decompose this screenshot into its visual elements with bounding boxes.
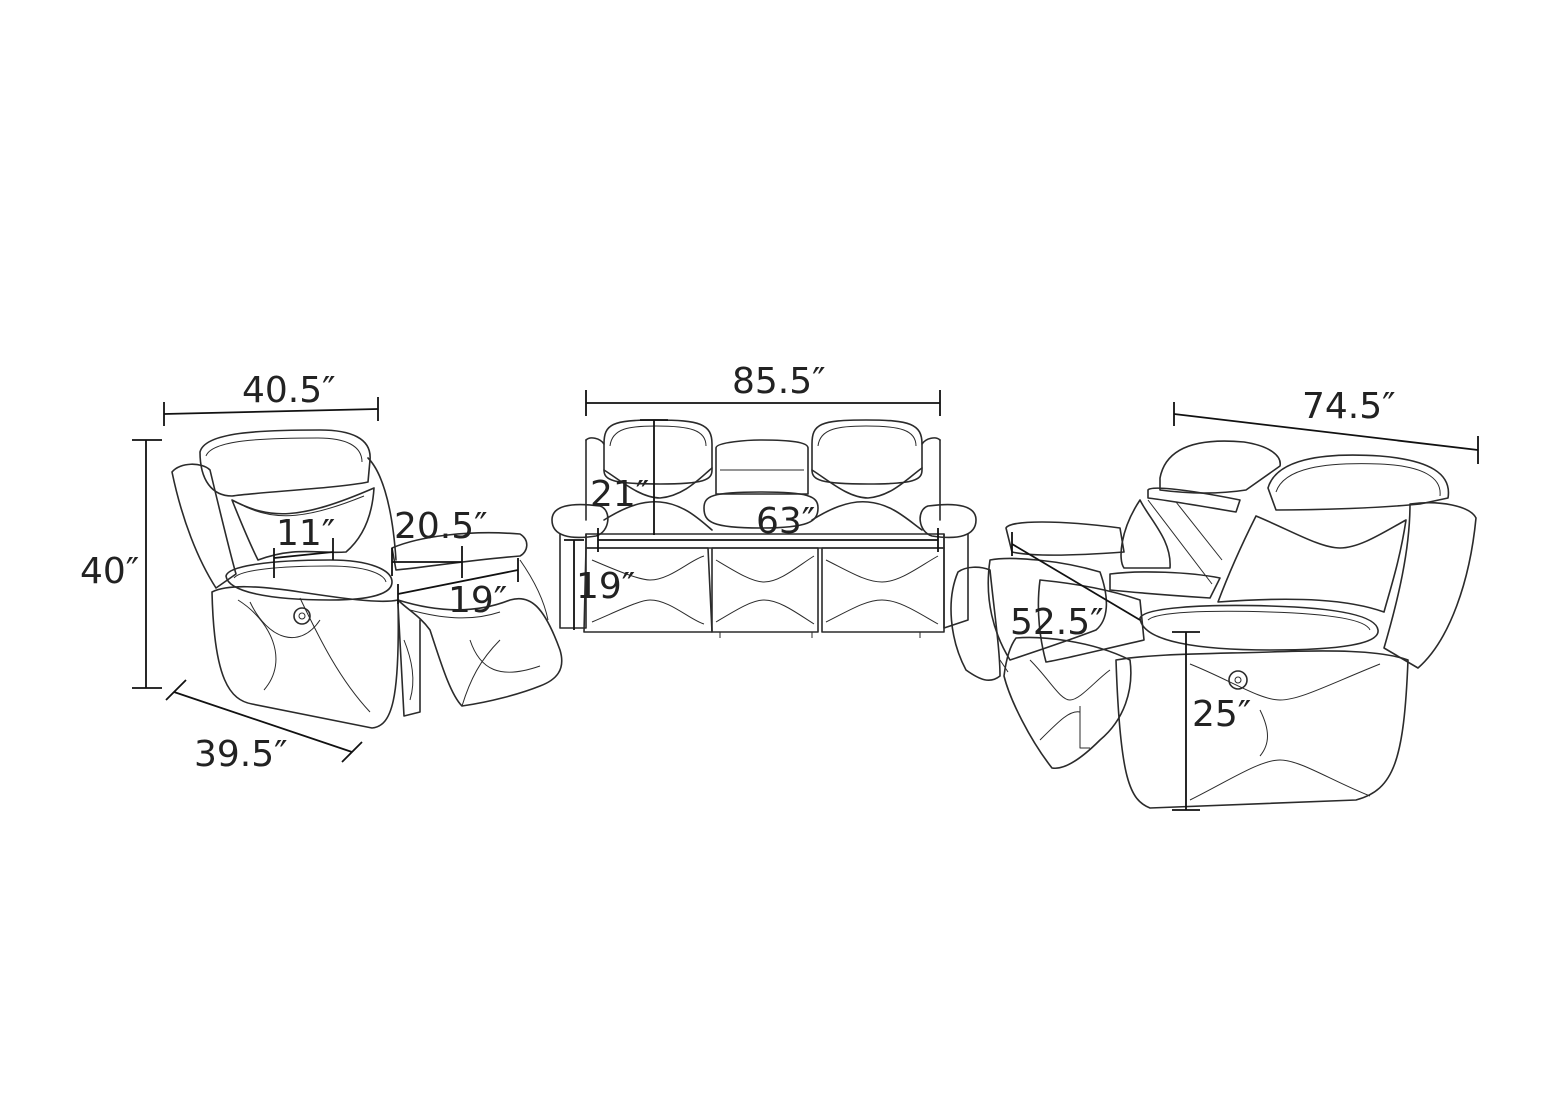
sofa-seat-height-label: 19″ [576,566,635,607]
loveseat-drawing [950,440,1477,809]
chair-seat-back-width-label: 11″ [276,513,335,554]
recliner-chair-drawing [171,429,563,729]
sofa-seat-width-label: 63″ [756,501,815,542]
chair-seat-depth-label: 20.5″ [394,506,488,547]
chair-height-label: 40″ [80,551,139,592]
loveseat-width-label: 74.5″ [1302,386,1396,427]
loveseat-dimension-lines [1011,402,1479,811]
loveseat-arm-height-label: 25″ [1192,694,1251,735]
loveseat-extended-depth-label: 52.5″ [1010,602,1104,643]
chair-dimension-lines [132,397,519,763]
sofa-drawing [551,419,977,638]
chair-seat-height-label: 19″ [448,580,507,621]
sofa-width-label: 85.5″ [732,361,826,402]
dimension-labels: 40.5″ 40″ 39.5″ 11″ 20.5″ 19″ 85.5″ 21″ … [80,361,1396,775]
sofa-back-height-label: 21″ [590,474,649,515]
chair-depth-label: 39.5″ [194,734,288,775]
sofa-dimension-lines [564,390,941,630]
chair-width-label: 40.5″ [242,370,336,411]
